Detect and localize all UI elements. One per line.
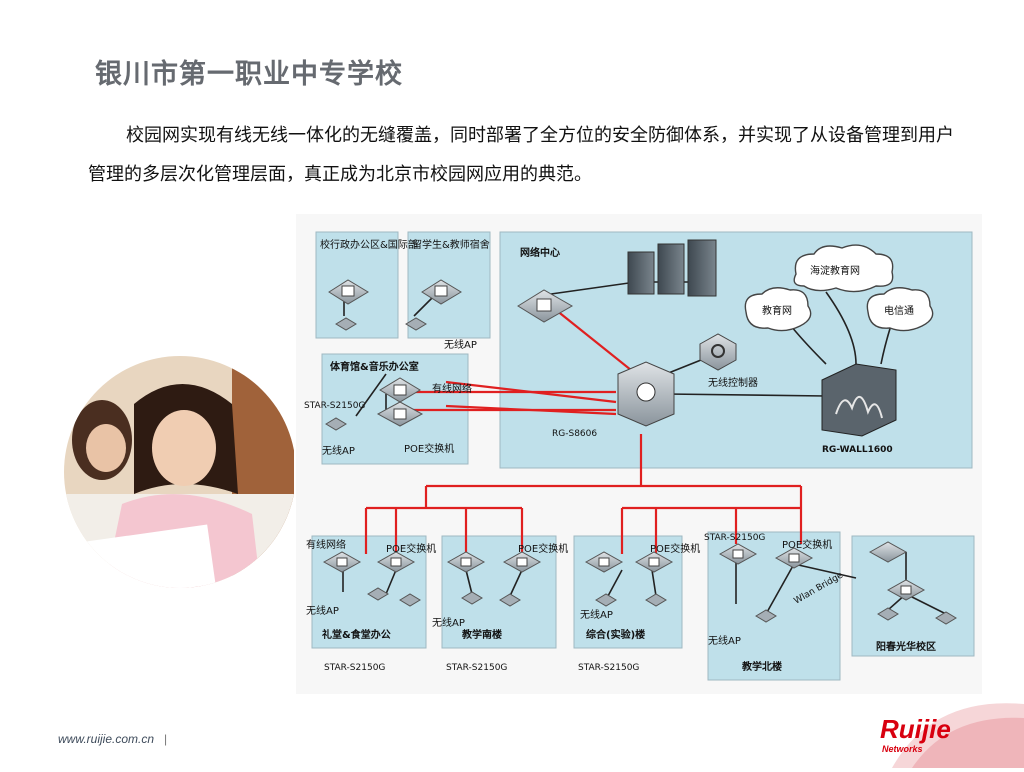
label-center: 网络中心 bbox=[520, 246, 560, 259]
switch-center bbox=[517, 289, 574, 323]
switch-gym-a bbox=[379, 377, 421, 403]
svg-text:Ruijie: Ruijie bbox=[880, 714, 951, 744]
label-north: 教学北楼 bbox=[741, 660, 782, 673]
label-wireless-ap-lab: 无线AP bbox=[580, 608, 613, 621]
switch-hall-b bbox=[376, 551, 416, 573]
label-poe-gym: POE交换机 bbox=[404, 442, 454, 455]
label-poe-south: POE交换机 bbox=[518, 542, 568, 555]
red-links bbox=[364, 305, 803, 554]
footer-separator: | bbox=[164, 732, 168, 746]
label-firewall: RG-WALL1600 bbox=[822, 445, 893, 455]
switch-gym-b bbox=[376, 401, 424, 427]
svg-text:Networks: Networks bbox=[882, 744, 923, 754]
firewall-device bbox=[821, 363, 897, 437]
description-paragraph: 校园网实现有线无线一体化的无缝覆盖，同时部署了全方位的安全防御体系，并实现了从设… bbox=[88, 116, 968, 194]
switch-campus-a bbox=[868, 541, 908, 563]
switch-hall-a bbox=[322, 551, 362, 573]
wireless-controller bbox=[699, 333, 737, 371]
label-wireless-ap-north: 无线AP bbox=[708, 634, 741, 647]
switch-south-a bbox=[446, 551, 486, 573]
label-poe-lab: POE交换机 bbox=[650, 542, 700, 555]
label-lab: 综合(实验)楼 bbox=[586, 628, 645, 641]
footer-url[interactable]: www.ruijie.com.cn bbox=[58, 732, 155, 746]
footer: www.ruijie.com.cn | bbox=[58, 732, 167, 746]
logo-graphic: Ruijie Networks bbox=[880, 703, 1024, 768]
wireless-aps bbox=[325, 317, 957, 625]
switch-lab-b bbox=[634, 551, 674, 573]
label-poe-north: POE交换机 bbox=[782, 538, 832, 551]
cloud-edu-label: 教育网 bbox=[762, 304, 792, 317]
label-star-south: STAR-S2150G bbox=[446, 663, 507, 673]
label-dorm: 留学生&教师宿舍 bbox=[412, 238, 490, 251]
label-admin: 校行政办公区&国际部 bbox=[320, 238, 418, 251]
server-rack bbox=[627, 239, 717, 297]
black-links bbox=[342, 281, 947, 615]
switch-lab-a bbox=[584, 551, 624, 573]
cloud-telecom bbox=[866, 287, 934, 332]
switch-north-a bbox=[718, 543, 758, 565]
label-wireless-ap-south: 无线AP bbox=[432, 616, 465, 629]
label-wireless-ap-gym: 无线AP bbox=[322, 444, 355, 457]
label-gym: 体育馆&音乐办公室 bbox=[330, 360, 419, 373]
switch-admin bbox=[328, 279, 369, 305]
cloud-haidian-label: 海淀教育网 bbox=[810, 264, 860, 277]
cloud-haidian bbox=[793, 244, 894, 293]
label-wireless-ap-dorm: 无线AP bbox=[444, 338, 477, 351]
label-star-north: STAR-S2150G bbox=[704, 533, 765, 543]
switch-north-b bbox=[774, 547, 814, 569]
label-wireless-ap-hall: 无线AP bbox=[306, 604, 339, 617]
zone-lab bbox=[573, 535, 683, 649]
label-hall: 礼堂&食堂办公 bbox=[322, 628, 391, 641]
core-switch bbox=[617, 361, 675, 427]
label-star-lab: STAR-S2150G bbox=[578, 663, 639, 673]
label-core: RG-S8606 bbox=[552, 429, 597, 439]
label-star-gym: STAR-S2150G bbox=[304, 401, 365, 411]
cloud-telecom-label: 电信通 bbox=[884, 304, 914, 317]
label-campus: 阳春光华校区 bbox=[876, 640, 936, 653]
label-star-hall: STAR-S2150G bbox=[324, 663, 385, 673]
switch-south-b bbox=[502, 551, 542, 573]
ruijie-logo: Ruijie Networks bbox=[852, 696, 1024, 768]
student-photo bbox=[64, 356, 294, 588]
label-wired-hall: 有线网络 bbox=[306, 538, 346, 551]
network-topology-diagram: 校行政办公区&国际部 留学生&教师宿舍 体育馆&音乐办公室 网络中心 礼堂&食堂… bbox=[296, 214, 982, 694]
switch-campus-b bbox=[886, 579, 926, 601]
paragraph-text: 校园网实现有线无线一体化的无缝覆盖，同时部署了全方位的安全防御体系，并实现了从设… bbox=[88, 125, 954, 185]
label-south: 教学南楼 bbox=[461, 628, 502, 641]
page-title: 银川市第一职业中专学校 bbox=[95, 59, 403, 90]
label-wired-gym: 有线网络 bbox=[432, 382, 472, 395]
label-wireless-controller: 无线控制器 bbox=[708, 376, 758, 389]
zone-hall bbox=[311, 535, 427, 649]
cloud-edu bbox=[744, 287, 812, 332]
switch-dorm bbox=[421, 279, 462, 305]
label-poe-hall: POE交换机 bbox=[386, 542, 436, 555]
